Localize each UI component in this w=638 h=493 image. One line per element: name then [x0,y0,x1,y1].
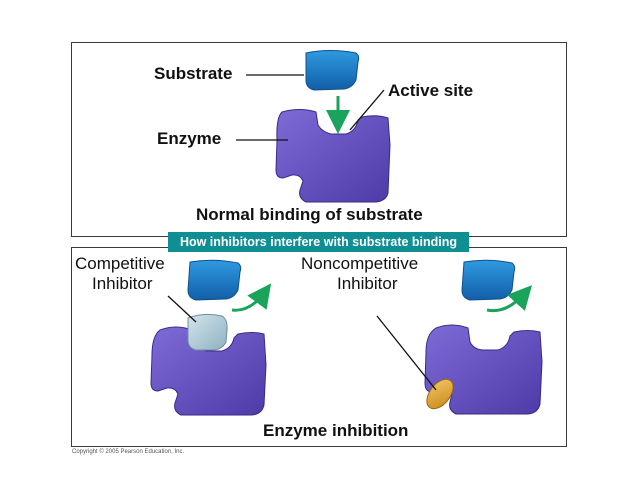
active-site-leader-line [349,89,385,131]
inhibition-banner: How inhibitors interfere with substrate … [168,232,469,252]
noncompetitive-inhibitor-label-line2: Inhibitor [337,274,398,293]
enzyme-label: Enzyme [157,129,222,148]
enzyme-shape [275,109,391,203]
noncompetitive-repel-arrow [486,285,533,313]
substrate-label: Substrate [154,64,233,83]
normal-binding-caption: Normal binding of substrate [196,205,423,224]
competitive-leader-line [167,295,197,323]
noncompetitive-enzyme-shape [424,324,543,415]
substrate-shape [305,50,360,91]
copyright-notice: Copyright © 2005 Pearson Education, Inc. [72,449,185,455]
competitive-inhibitor-label-line1: Competitive [75,254,165,273]
competitive-inhibitor-shape [187,313,228,351]
noncompetitive-inhibitor-label-line1: Noncompetitive [301,254,419,273]
competitive-inhibitor-label-line2: Inhibitor [92,274,153,293]
active-site-label: Active site [388,81,474,100]
competitive-substrate-shape [187,259,242,301]
noncompetitive-leader-line [376,315,437,391]
noncompetitive-substrate-shape [461,259,516,301]
competitive-repel-arrow [231,283,272,312]
enzyme-inhibition-caption: Enzyme inhibition [263,421,409,440]
